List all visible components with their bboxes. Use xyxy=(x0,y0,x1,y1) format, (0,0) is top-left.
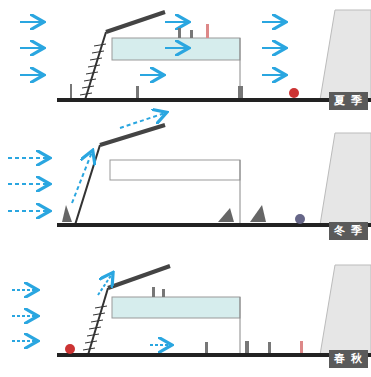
season-label: 春 秋 xyxy=(329,350,368,368)
summer-section xyxy=(20,10,371,100)
winter-section xyxy=(8,113,371,225)
spring-autumn-section xyxy=(12,265,371,355)
season-text: 夏 季 xyxy=(334,94,363,107)
season-text: 冬 季 xyxy=(334,224,363,237)
season-text: 春 秋 xyxy=(334,352,363,365)
season-label: 冬 季 xyxy=(329,222,368,240)
season-label: 夏 季 xyxy=(329,92,368,110)
